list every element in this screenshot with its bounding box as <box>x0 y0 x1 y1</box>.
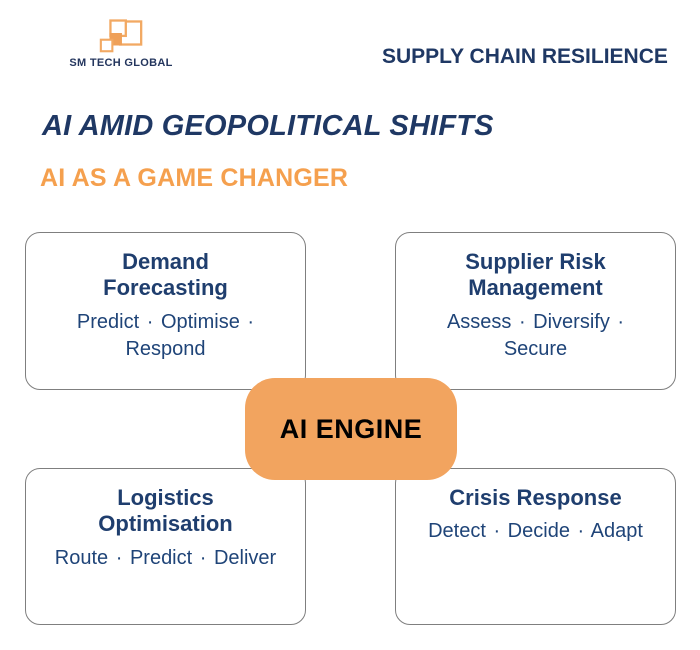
logo: SM TECH GLOBAL <box>56 12 186 69</box>
box-title: Demand Forecasting <box>103 249 228 301</box>
main-title: AI AMID GEOPOLITICAL SHIFTS <box>42 110 494 142</box>
box-keywords: Route · Predict · Deliver <box>54 546 277 569</box>
box-supplier-risk-management: Supplier Risk Management Assess · Divers… <box>395 232 676 390</box>
box-title: Supplier Risk Management <box>465 249 606 301</box>
box-keywords: Assess · Diversify · Secure <box>446 310 625 360</box>
subtitle: AI AS A GAME CHANGER <box>40 164 349 192</box>
box-keywords: Predict · Optimise · Respond <box>76 310 255 360</box>
box-demand-forecasting: Demand Forecasting Predict · Optimise · … <box>25 232 306 390</box>
logo-text: SM TECH GLOBAL <box>69 57 173 69</box>
box-keywords: Detect · Decide · Adapt <box>428 520 643 543</box>
box-title: Crisis Response <box>449 485 622 510</box>
ai-engine-node: AI ENGINE <box>245 378 457 480</box>
box-logistics-optimisation: Logistics Optimisation Route · Predict ·… <box>25 468 306 625</box>
box-crisis-response: Crisis Response Detect · Decide · Adapt <box>395 468 676 625</box>
pixel-squares-arrow-icon <box>99 19 143 53</box>
box-title: Logistics Optimisation <box>98 485 233 537</box>
header-tagline: SUPPLY CHAIN RESILIENCE <box>382 45 668 68</box>
